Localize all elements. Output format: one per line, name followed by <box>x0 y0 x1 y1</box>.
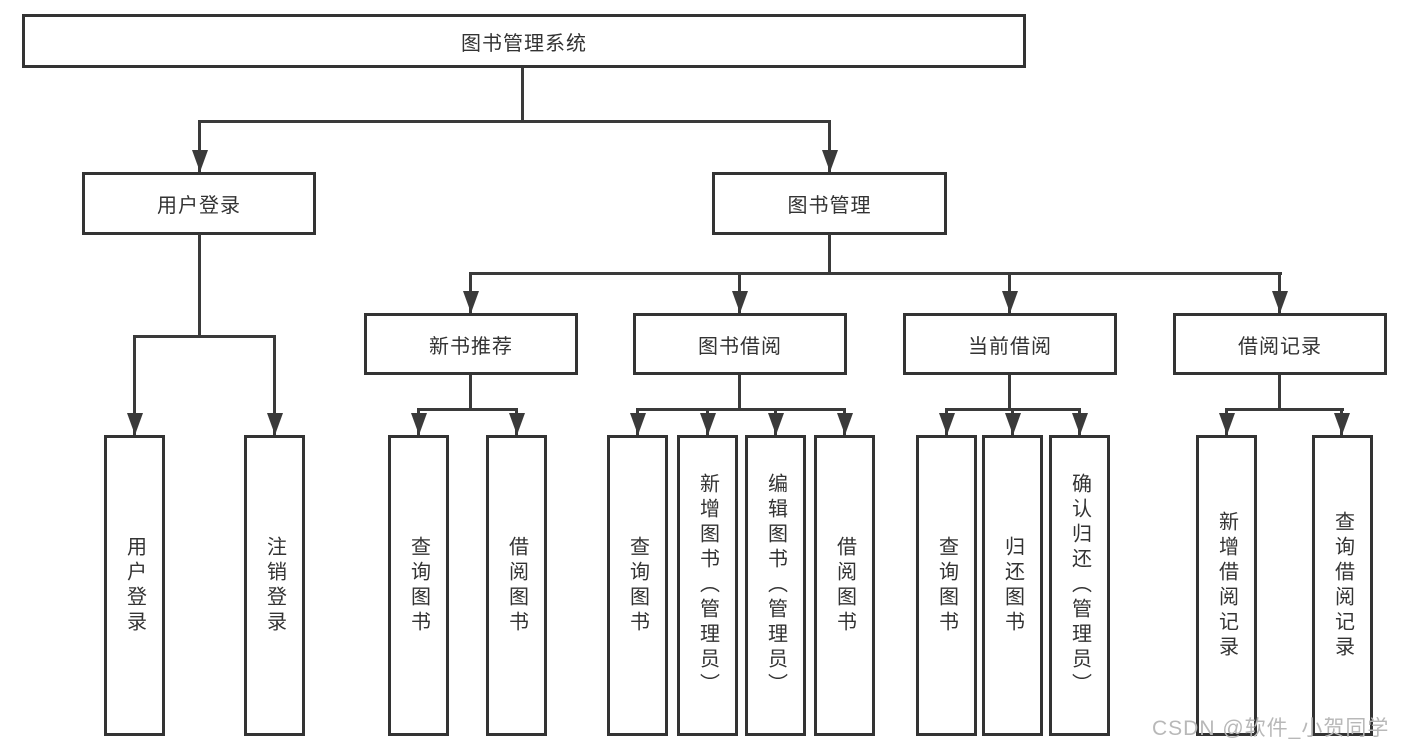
leaf-confirm-return-admin: 确认归还（管理员） <box>1049 435 1110 736</box>
leaf-query-books: 查询图书 <box>607 435 668 736</box>
connector-line <box>1225 408 1344 411</box>
leaf-label: 注销登录 <box>263 535 286 636</box>
node-book-management: 图书管理 <box>712 172 947 235</box>
node-user-login: 用户登录 <box>82 172 316 235</box>
connector-line <box>521 68 524 120</box>
connector-line <box>828 234 831 272</box>
arrow-down-icon <box>837 413 853 435</box>
connector-line <box>198 120 831 123</box>
connector-line <box>636 408 846 411</box>
connector-line <box>470 272 1282 275</box>
arrow-down-icon <box>768 413 784 435</box>
leaf-add-borrow-record: 新增借阅记录 <box>1196 435 1257 736</box>
connector-line <box>273 335 276 435</box>
arrow-down-icon <box>1272 291 1288 313</box>
arrow-down-icon <box>1005 413 1021 435</box>
leaf-label: 归还图书 <box>1001 535 1024 636</box>
leaf-label: 用户登录 <box>123 535 146 636</box>
connector-line <box>133 335 276 338</box>
node-borrow-record: 借阅记录 <box>1173 313 1387 375</box>
node-current-borrow: 当前借阅 <box>903 313 1117 375</box>
leaf-label: 借阅图书 <box>833 535 856 636</box>
leaf-user-login: 用户登录 <box>104 435 165 736</box>
connector-line <box>1278 375 1281 408</box>
arrow-down-icon <box>1072 413 1088 435</box>
arrow-down-icon <box>1334 413 1350 435</box>
leaf-query-books: 查询图书 <box>388 435 449 736</box>
connector-line <box>133 335 136 435</box>
leaf-label: 查询借阅记录 <box>1331 510 1354 661</box>
arrow-down-icon <box>732 291 748 313</box>
connector-line <box>417 408 518 411</box>
leaf-borrow-books: 借阅图书 <box>814 435 875 736</box>
csdn-watermark: CSDN @软件_小贺同学 <box>1152 717 1390 740</box>
leaf-query-borrow-record: 查询借阅记录 <box>1312 435 1373 736</box>
connector-line <box>1008 375 1011 408</box>
leaf-label: 编辑图书（管理员） <box>764 473 787 698</box>
connector-line <box>198 234 201 335</box>
arrow-down-icon <box>1002 291 1018 313</box>
node-new-book-recommend: 新书推荐 <box>364 313 578 375</box>
leaf-label: 查询图书 <box>407 535 430 636</box>
leaf-label: 查询图书 <box>935 535 958 636</box>
node-book-borrow: 图书借阅 <box>633 313 847 375</box>
arrow-down-icon <box>411 413 427 435</box>
leaf-label: 新增图书（管理员） <box>696 473 719 698</box>
leaf-add-books-admin: 新增图书（管理员） <box>677 435 738 736</box>
arrow-down-icon <box>509 413 525 435</box>
leaf-edit-books-admin: 编辑图书（管理员） <box>745 435 806 736</box>
arrow-down-icon <box>1219 413 1235 435</box>
leaf-logout: 注销登录 <box>244 435 305 736</box>
node-root-library-system: 图书管理系统 <box>22 14 1026 68</box>
arrow-down-icon <box>267 413 283 435</box>
connector-line <box>828 120 831 172</box>
arrow-down-icon <box>463 291 479 313</box>
arrow-down-icon <box>192 150 208 172</box>
leaf-borrow-books: 借阅图书 <box>486 435 547 736</box>
leaf-return-books: 归还图书 <box>982 435 1043 736</box>
arrow-down-icon <box>700 413 716 435</box>
leaf-label: 确认归还（管理员） <box>1068 473 1091 698</box>
arrow-down-icon <box>822 150 838 172</box>
arrow-down-icon <box>127 413 143 435</box>
arrow-down-icon <box>939 413 955 435</box>
connector-line <box>738 375 741 408</box>
arrow-down-icon <box>630 413 646 435</box>
connector-line <box>198 120 201 172</box>
leaf-label: 查询图书 <box>626 535 649 636</box>
leaf-query-books: 查询图书 <box>916 435 977 736</box>
leaf-label: 新增借阅记录 <box>1215 510 1238 661</box>
connector-line <box>469 375 472 408</box>
leaf-label: 借阅图书 <box>505 535 528 636</box>
